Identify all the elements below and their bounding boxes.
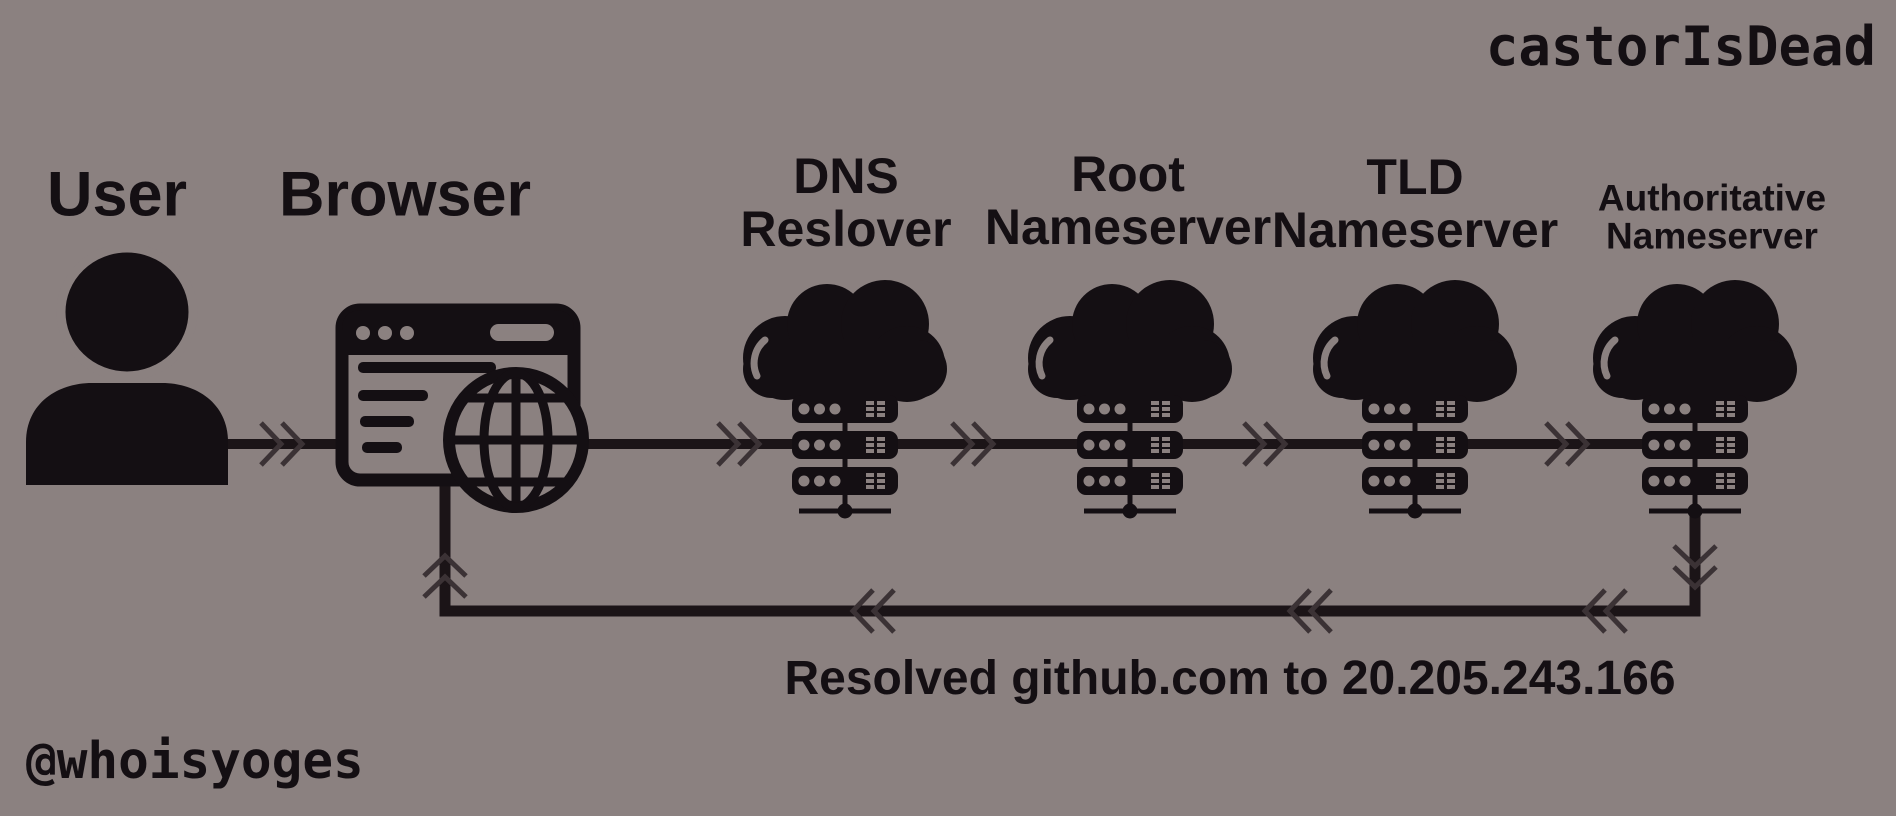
user-body	[26, 383, 228, 485]
authoritative-nameserver-label-line2: Nameserver	[1606, 215, 1818, 257]
text-line	[358, 362, 496, 373]
user-label: User	[46, 159, 188, 230]
text-line	[358, 390, 428, 401]
root-nameserver-icon	[1020, 278, 1240, 524]
text-line	[362, 442, 402, 453]
tld-nameserver-label-line2: Nameserver	[1271, 202, 1559, 258]
window-dot	[378, 326, 392, 340]
watermark-castorisdead: castorIsDead	[1485, 15, 1876, 78]
window-dot	[356, 326, 370, 340]
resolution-caption: Resolved github.com to 20.205.243.166	[784, 652, 1676, 705]
globe-icon	[443, 367, 589, 513]
text-line	[360, 416, 414, 427]
dns-resolver-label-line1: DNS	[793, 148, 899, 204]
tld-nameserver-label-line1: TLD	[1366, 149, 1464, 205]
address-bar	[490, 324, 554, 341]
browser-label: Browser	[278, 159, 532, 230]
watermark-whoisyoges: @whoisyoges	[26, 732, 364, 791]
forward-arrow-chevrons	[259, 421, 1591, 467]
dns-resolver-label-line2: Reslover	[740, 201, 952, 257]
root-nameserver-label-line1: Root	[1071, 146, 1185, 202]
browser-icon	[335, 303, 589, 513]
user-icon	[26, 246, 228, 485]
authoritative-nameserver-icon	[1585, 278, 1805, 524]
window-dot	[400, 326, 414, 340]
root-nameserver-label-line2: Nameserver	[984, 199, 1272, 255]
response-flow-line	[439, 477, 1701, 617]
tld-nameserver-icon	[1305, 278, 1525, 524]
authoritative-nameserver-label-line1: Authoritative	[1597, 177, 1827, 219]
return-arrow-chevrons	[422, 544, 1718, 634]
user-head	[56, 246, 198, 381]
dns-resolver-icon	[735, 278, 955, 524]
